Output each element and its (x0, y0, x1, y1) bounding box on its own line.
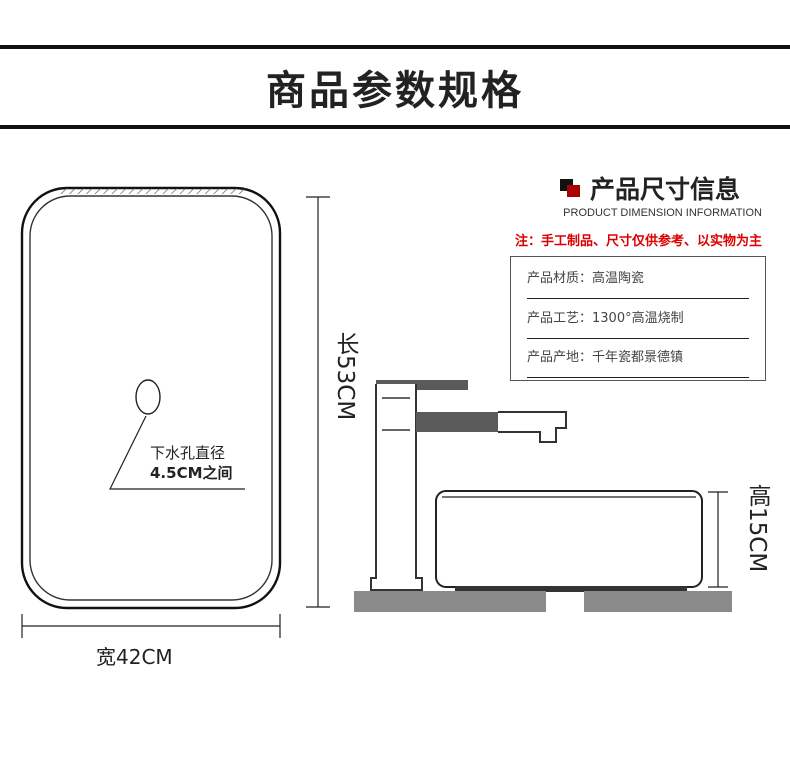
drain-hole (135, 379, 161, 415)
info-subtitle: PRODUCT DIMENSION INFORMATION (563, 207, 762, 219)
height-label: 高15CM (744, 484, 770, 573)
length-dimension-line (306, 196, 330, 608)
page-title: 商品参数规格 (266, 68, 524, 114)
drain-label-line2: 4.5CM之间 (150, 464, 233, 482)
basin-side-view (435, 490, 703, 592)
top-divider (0, 45, 790, 49)
drain-label: 下水孔直径 4.5CM之间 (150, 443, 233, 483)
drain-label-line1: 下水孔直径 (150, 444, 226, 462)
basin-top-view (20, 186, 282, 610)
spec-row-material: 产品材质：高温陶瓷 (527, 260, 749, 299)
width-label: 宽42CM (96, 645, 173, 669)
spec-row-origin: 产品产地：千年瓷都景德镇 (527, 339, 749, 378)
info-title-text: 产品尺寸信息 (590, 175, 741, 204)
square-bullet-icon (560, 179, 580, 197)
height-dimension-line (708, 491, 728, 588)
spec-box: 产品材质：高温陶瓷 产品工艺：1300°高温烧制 产品产地：千年瓷都景德镇 (510, 256, 766, 381)
counter-left (354, 591, 546, 612)
counter-right (584, 591, 732, 612)
length-label: 长53CM (332, 332, 358, 421)
spec-row-process: 产品工艺：1300°高温烧制 (527, 300, 749, 339)
info-title: 产品尺寸信息 (560, 170, 740, 206)
title-divider (0, 125, 790, 129)
info-note: 注：手工制品、尺寸仅供参考、以实物为主 (514, 234, 762, 249)
width-dimension-line (21, 614, 281, 638)
faucet-side-view (370, 380, 567, 591)
